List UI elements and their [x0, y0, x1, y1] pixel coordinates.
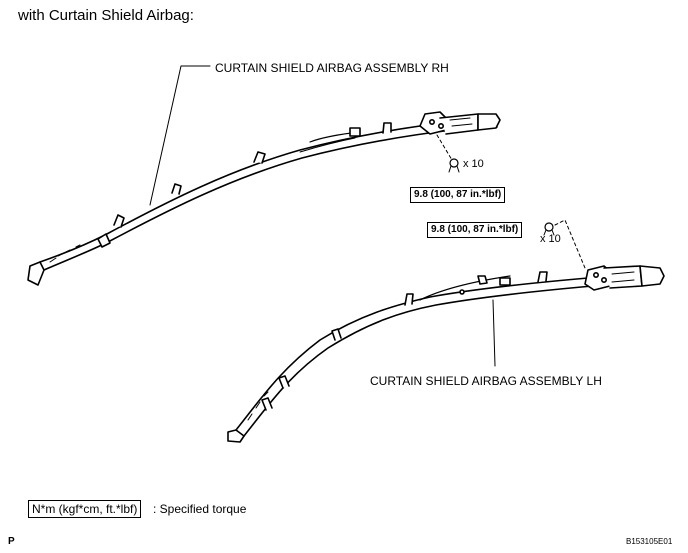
figure-code: B153105E01	[626, 537, 673, 546]
curtain-airbag-rh-drawing	[27, 111, 501, 286]
rh-bolt-dashed-line	[436, 134, 453, 161]
rh-bolt-quantity: x 10	[463, 158, 484, 170]
page-heading: with Curtain Shield Airbag:	[18, 7, 194, 24]
curtain-airbag-lh-drawing	[227, 265, 665, 443]
lh-torque-spec: 9.8 (100, 87 in.*lbf)	[427, 222, 523, 238]
lh-assembly-label: CURTAIN SHIELD AIRBAG ASSEMBLY LH	[370, 374, 602, 388]
lh-bolt-icon	[543, 222, 555, 236]
lh-bolt-quantity: x 10	[540, 233, 561, 245]
lh-leader-line	[492, 299, 496, 367]
rh-assembly-label: CURTAIN SHIELD AIRBAG ASSEMBLY RH	[215, 61, 449, 75]
rh-leader-line	[149, 65, 211, 206]
rh-bolt-icon	[448, 158, 460, 173]
legend-description: : Specified torque	[153, 502, 247, 516]
torque-unit-legend: N*m (kgf*cm, ft.*lbf)	[28, 500, 142, 518]
rh-torque-spec: 9.8 (100, 87 in.*lbf)	[410, 187, 506, 203]
page-letter: P	[8, 536, 15, 547]
